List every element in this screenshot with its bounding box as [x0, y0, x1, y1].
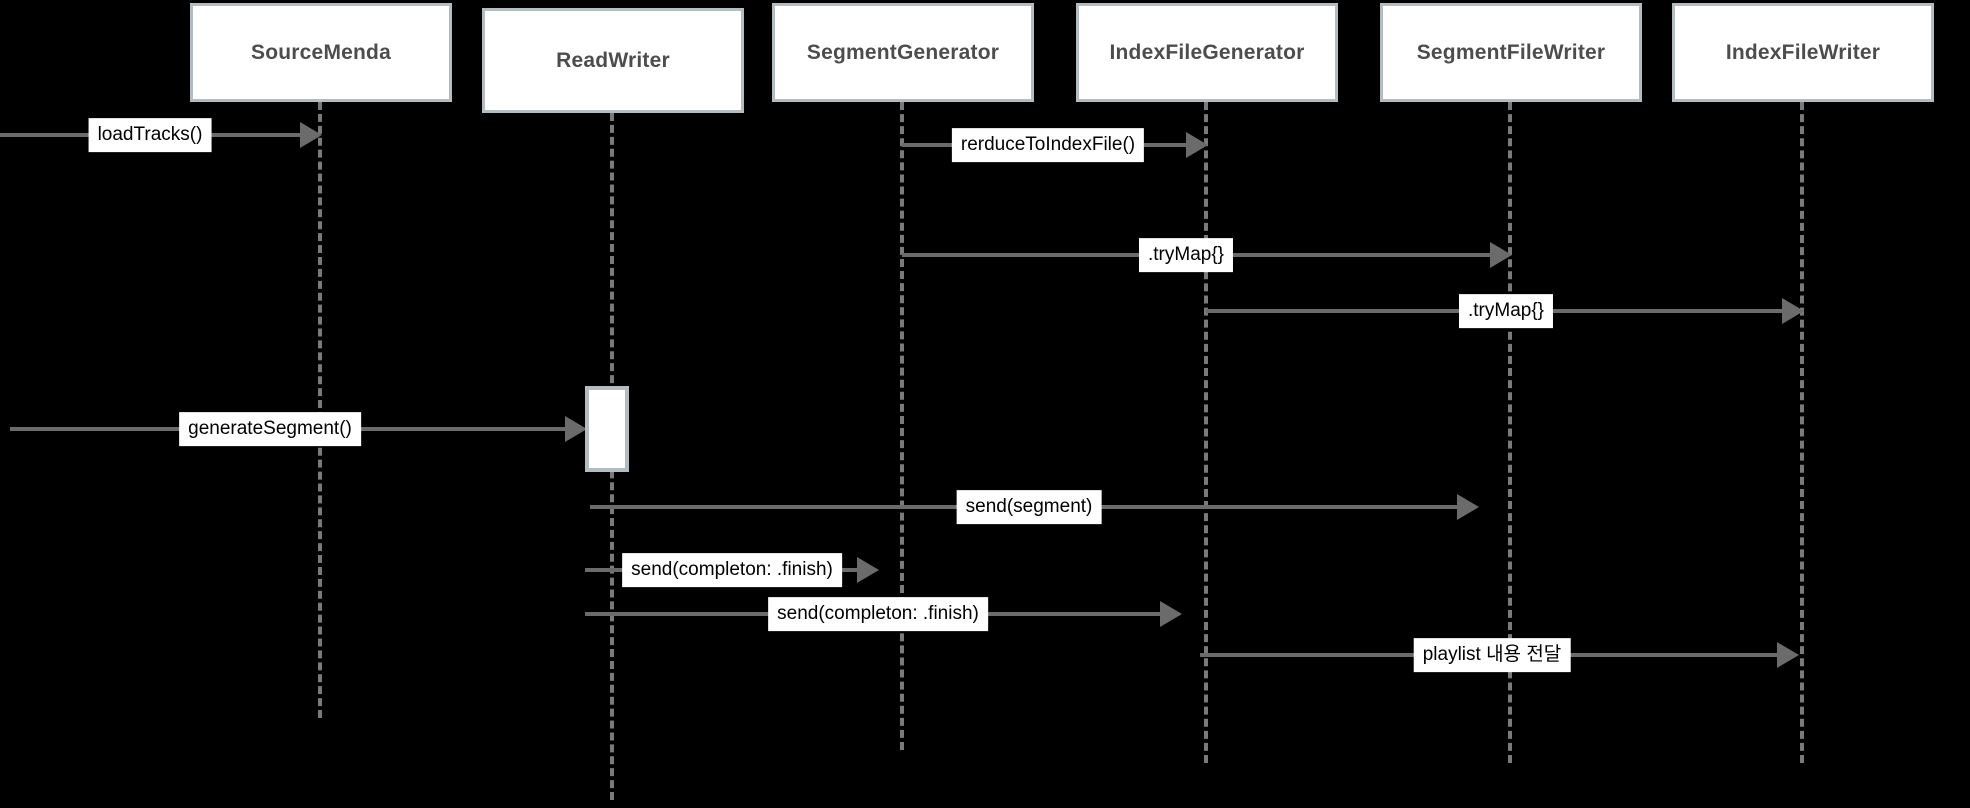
- message-label-try-map-segment: .tryMap{}: [1138, 238, 1234, 272]
- message-label-try-map-index: .tryMap{}: [1458, 294, 1554, 328]
- message-label-playlist-delivery: playlist 내용 전달: [1413, 638, 1571, 672]
- participant-box-read-writer[interactable]: ReadWriter: [482, 8, 744, 113]
- lifeline-index-file-generator: [1204, 102, 1208, 763]
- lifeline-segment-generator: [900, 102, 904, 750]
- message-arrowhead-send-completion-finish-index-file-generator: [1160, 601, 1182, 627]
- participant-label: IndexFileGenerator: [1109, 40, 1305, 64]
- message-arrowhead-try-map-segment: [1490, 242, 1512, 268]
- participant-box-segment-file-writer[interactable]: SegmentFileWriter: [1380, 3, 1642, 102]
- lifeline-source-menda: [318, 102, 322, 718]
- message-arrowhead-rerduce-to-index-file: [1186, 132, 1208, 158]
- participant-box-source-menda[interactable]: SourceMenda: [190, 3, 452, 102]
- message-arrowhead-send-segment: [1457, 494, 1479, 520]
- participant-label: SegmentGenerator: [806, 40, 1000, 64]
- participant-box-index-file-writer[interactable]: IndexFileWriter: [1672, 3, 1934, 102]
- participant-box-segment-generator[interactable]: SegmentGenerator: [772, 3, 1034, 102]
- activation-bar-read-writer[interactable]: [585, 386, 629, 472]
- message-arrowhead-send-completion-finish-segment-generator: [857, 557, 879, 583]
- message-label-rerduce-to-index-file: rerduceToIndexFile(): [951, 128, 1145, 162]
- participant-label: SourceMenda: [251, 40, 391, 64]
- participant-box-index-file-generator[interactable]: IndexFileGenerator: [1076, 3, 1338, 102]
- participant-label: ReadWriter: [556, 48, 670, 72]
- message-arrowhead-generate-segment: [565, 416, 587, 442]
- message-label-send-segment: send(segment): [956, 490, 1102, 524]
- message-arrowhead-try-map-index: [1782, 298, 1804, 324]
- lifeline-segment-file-writer: [1508, 102, 1512, 763]
- message-label-send-completion-finish-index-file-generator: send(completon: .finish): [768, 597, 988, 631]
- lifeline-index-file-writer: [1800, 102, 1804, 763]
- message-label-load-tracks: loadTracks(): [88, 118, 212, 152]
- message-label-send-completion-finish-segment-generator: send(completon: .finish): [622, 553, 842, 587]
- message-arrowhead-load-tracks: [300, 122, 322, 148]
- participant-label: IndexFileWriter: [1725, 40, 1881, 64]
- message-label-generate-segment: generateSegment(): [179, 412, 361, 446]
- message-arrowhead-playlist-delivery: [1777, 642, 1799, 668]
- participant-label: SegmentFileWriter: [1416, 40, 1606, 64]
